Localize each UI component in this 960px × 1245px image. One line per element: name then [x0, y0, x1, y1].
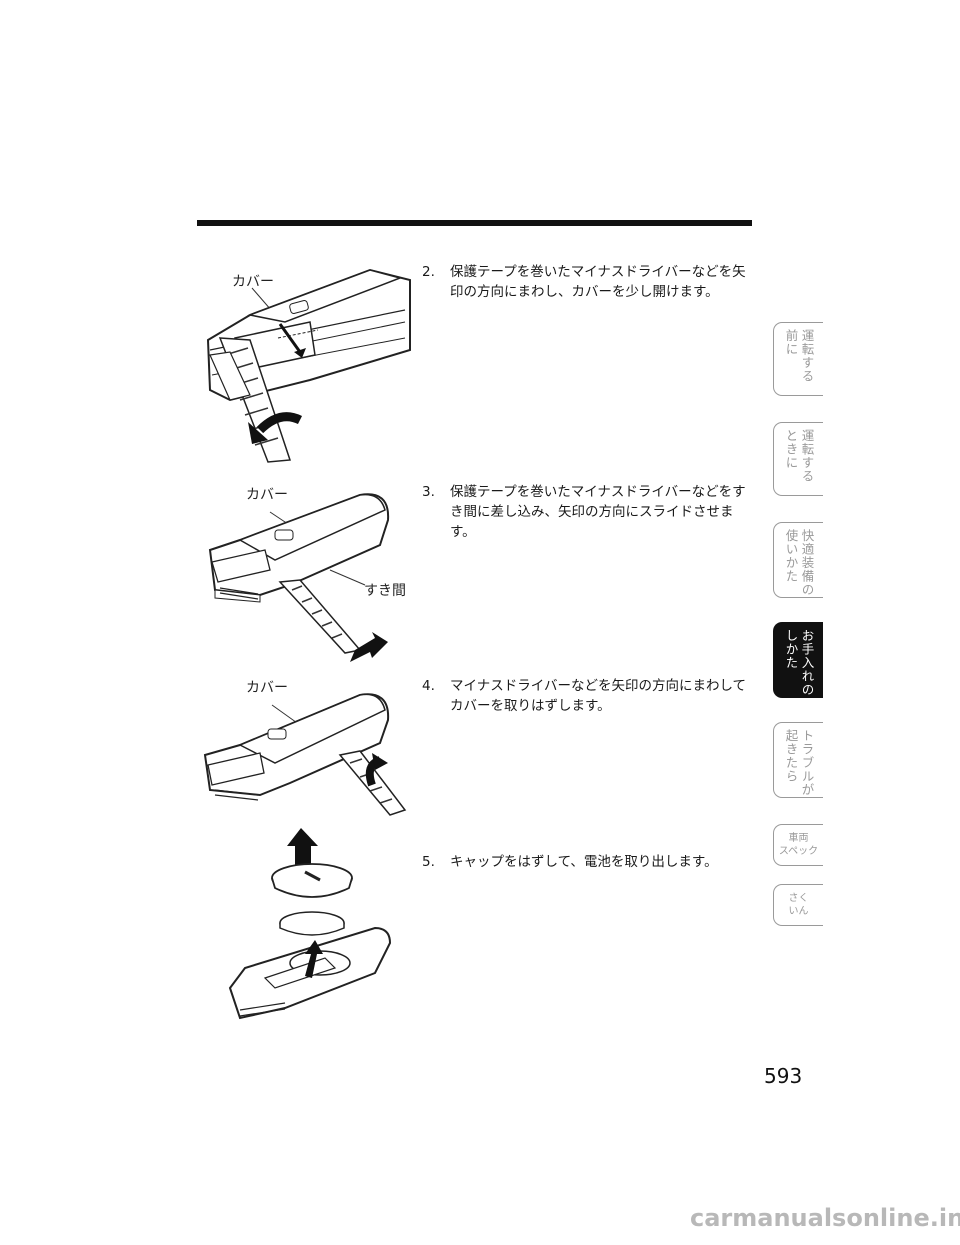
step-2: 2. 保護テープを巻いたマイナスドライバーなどを矢印の方向にまわし、カバーを少し… [422, 264, 746, 300]
tab-specifications[interactable]: 車両 スペック [773, 824, 823, 866]
step-3: 3. 保護テープを巻いたマイナスドライバーなどをすき間に差し込み、矢印の方向にス… [422, 484, 746, 540]
step-5: 5. キャップをはずして、電池を取り出します。 [422, 854, 718, 870]
illustration-remove-cover [203, 693, 407, 816]
page-number: 593 [764, 1064, 803, 1088]
tab-while-driving[interactable]: 運転する ときに [773, 422, 823, 496]
watermark: carmanualsonline.info [690, 1204, 960, 1232]
step-4: 4. マイナスドライバーなどを矢印の方向にまわしてカバーを取りはずします。 [422, 678, 747, 714]
illustration-battery [228, 828, 392, 1020]
tab-comfort-features[interactable]: 快適装備の 使いかた [773, 522, 823, 598]
gap-label: すき間 [364, 583, 406, 599]
cover-label-3: カバー [246, 680, 288, 696]
illustration-pry-cover [206, 268, 411, 463]
tab-index[interactable]: さく いん [773, 884, 823, 926]
tab-before-driving[interactable]: 運転する 前に [773, 322, 823, 396]
tab-troubleshooting[interactable]: トラブルが 起きたら [773, 722, 823, 798]
illustration-slide-cover [208, 493, 390, 662]
cover-label-2: カバー [246, 487, 288, 503]
header-rule [197, 220, 752, 226]
cover-label-1: カバー [232, 274, 274, 290]
tab-maintenance[interactable]: お手入れの しかた [773, 622, 823, 698]
